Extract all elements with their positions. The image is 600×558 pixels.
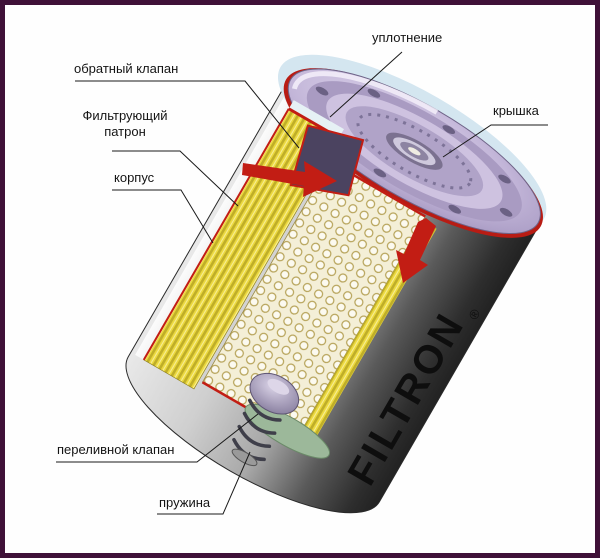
cover-thread-center bbox=[408, 147, 421, 156]
label-seal: уплотнение bbox=[372, 30, 443, 45]
leader-line-overflow-valve bbox=[56, 413, 259, 463]
valve-dome-highlight bbox=[267, 378, 290, 395]
seal-edge-left bbox=[142, 108, 290, 361]
leader-line-spring bbox=[157, 451, 251, 515]
spring-end-cap bbox=[231, 448, 258, 467]
leader-line-check-valve bbox=[75, 80, 300, 149]
filter-assembly: FILTRON ® bbox=[125, 54, 547, 514]
label-check-valve: обратный клапан bbox=[74, 61, 179, 76]
bypass-valve-dome bbox=[249, 372, 300, 415]
leader-lines bbox=[56, 51, 548, 515]
leader-line-seal bbox=[329, 51, 403, 118]
cover-highlight-arc bbox=[291, 71, 439, 115]
cover-flow-arrow bbox=[396, 218, 436, 283]
leader-line-cover bbox=[442, 124, 548, 158]
label-spring: пружина bbox=[159, 495, 211, 510]
label-housing: корпус bbox=[114, 170, 155, 185]
label-overflow-valve: переливной клапан bbox=[57, 442, 175, 457]
label-filter-cartridge: Фильтрующий патрон bbox=[70, 108, 180, 141]
label-filter-cartridge-line1: Фильтрующий bbox=[82, 108, 168, 123]
leader-line-housing bbox=[112, 189, 214, 244]
leader-line-cartridge bbox=[112, 150, 239, 207]
cartridge-top-strip bbox=[288, 100, 344, 138]
label-cover: крышка bbox=[493, 103, 539, 118]
label-filter-cartridge-line2: патрон bbox=[104, 124, 146, 140]
check-valve-arrow bbox=[242, 161, 337, 197]
